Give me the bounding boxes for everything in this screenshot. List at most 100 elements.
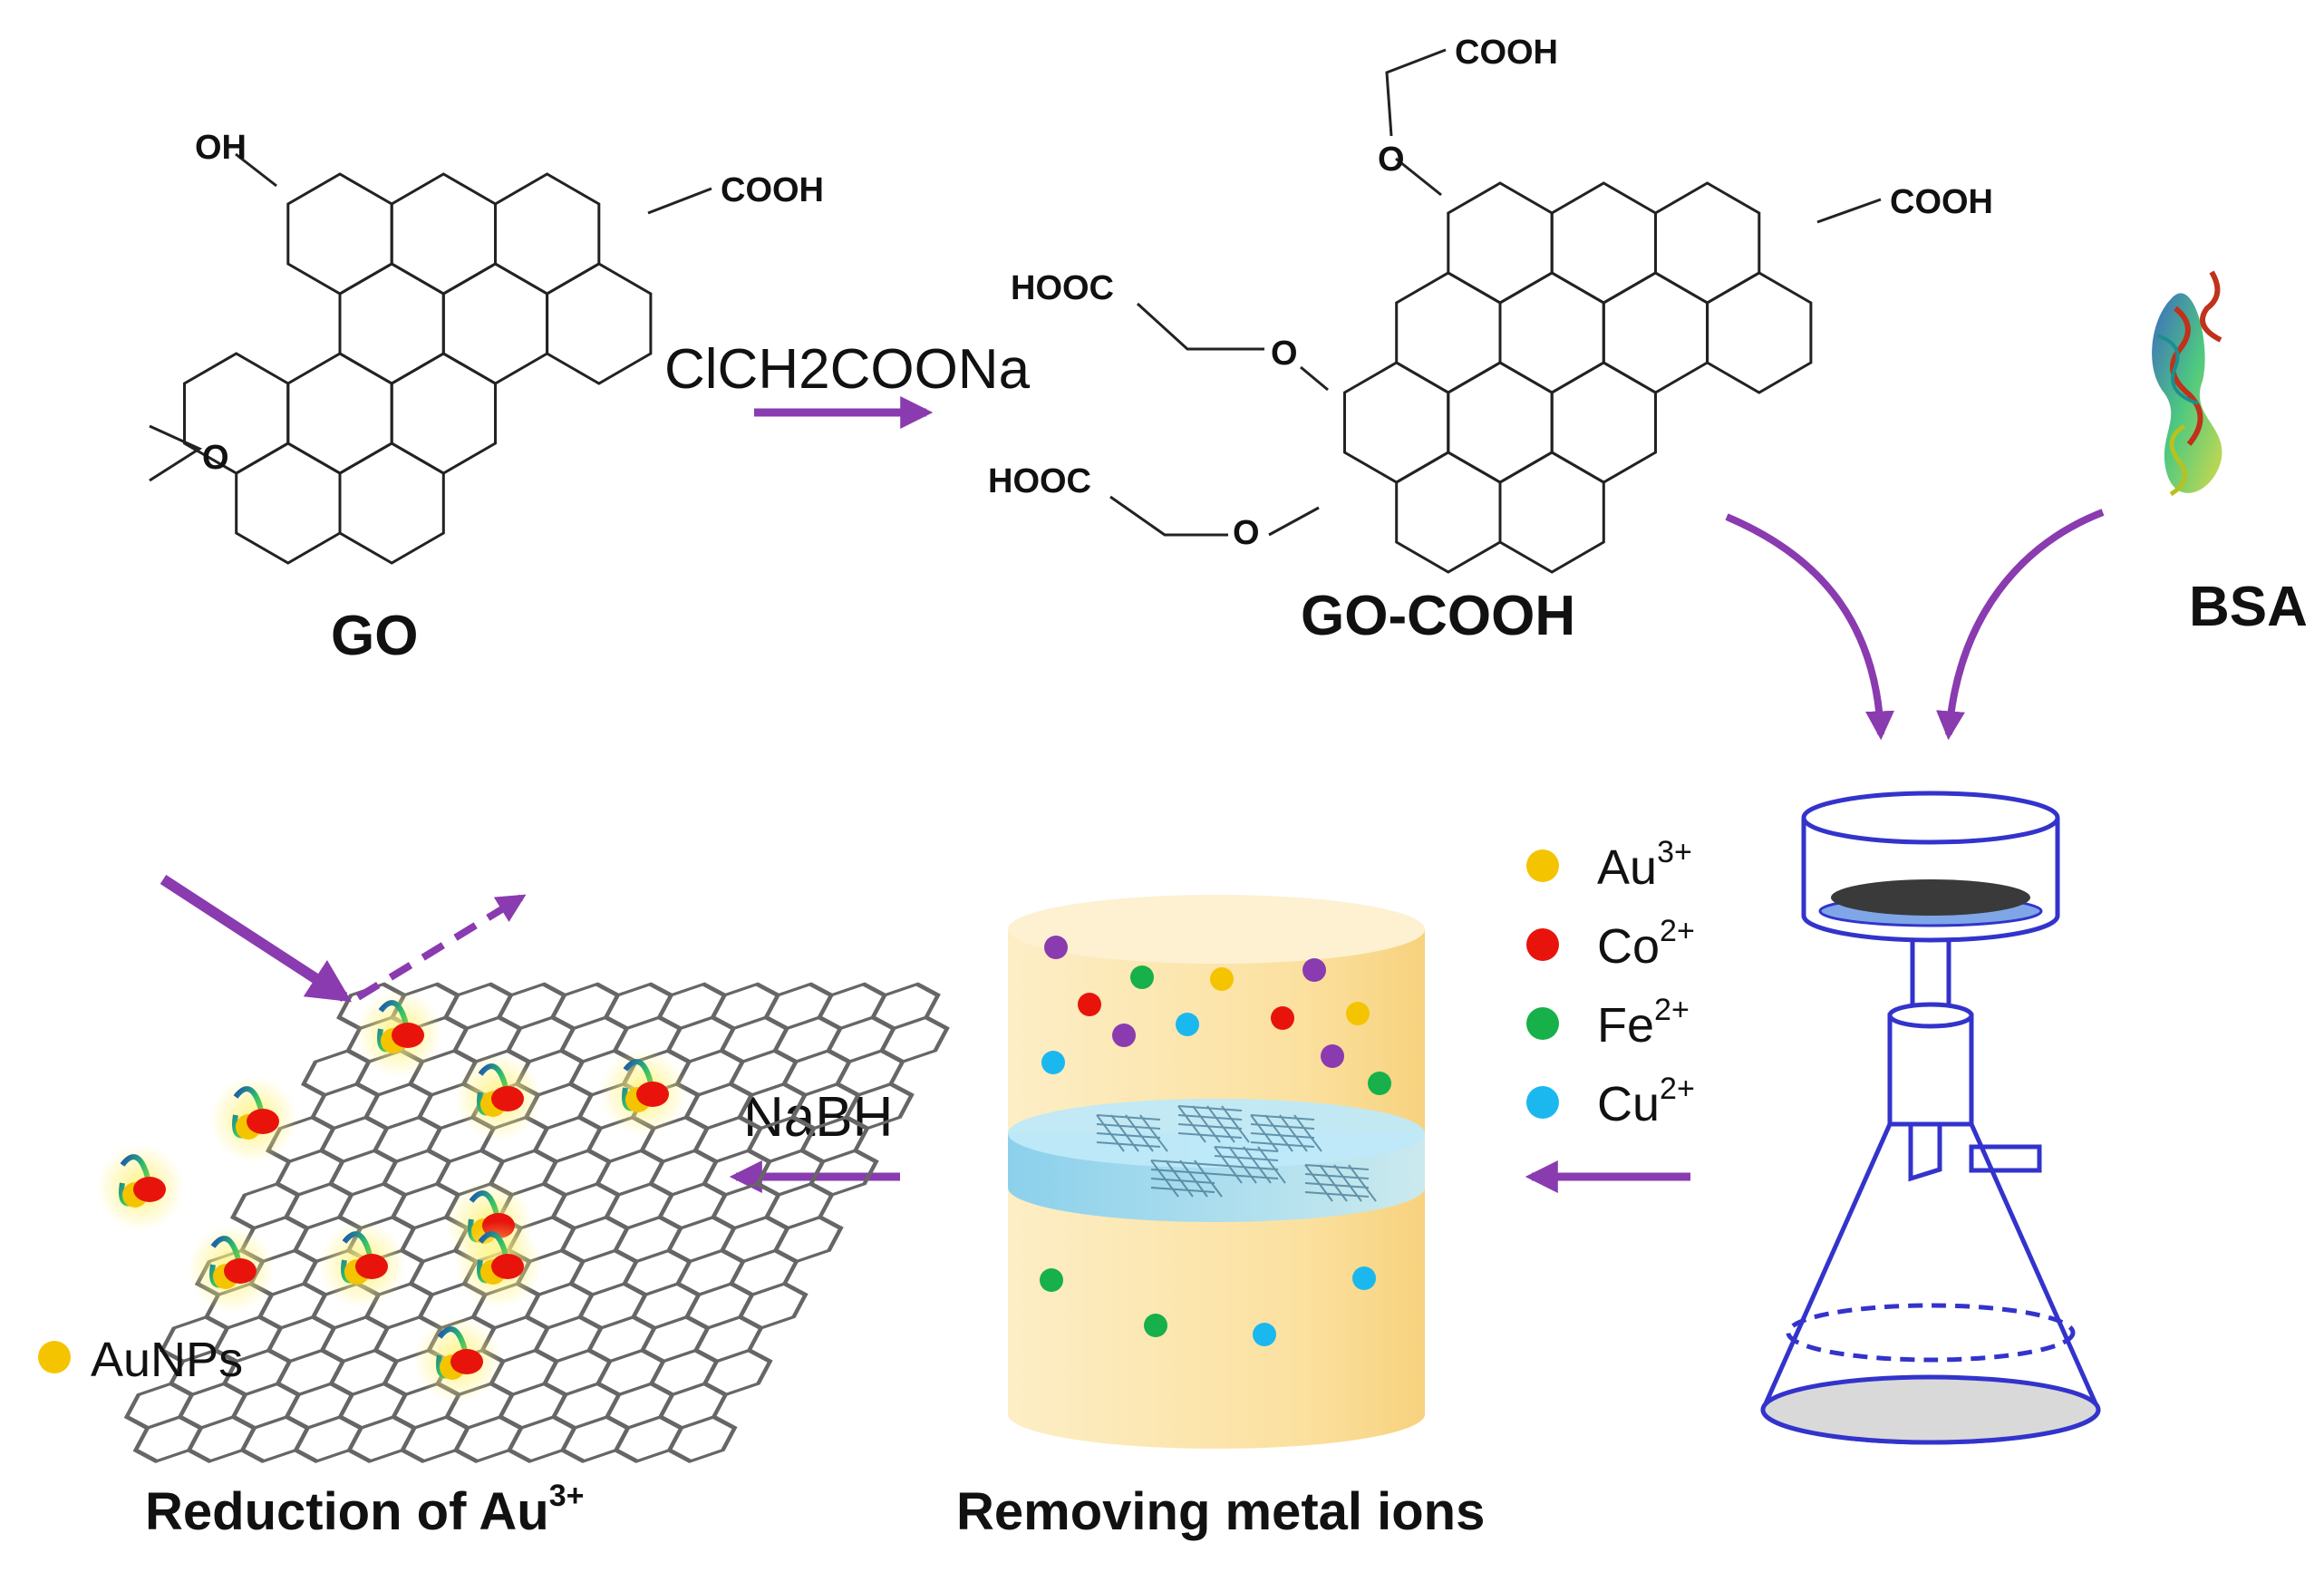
mesh-strand: [1257, 1146, 1286, 1184]
bsa-protein-icon: [2152, 270, 2222, 497]
mesh-strand: [1150, 1187, 1215, 1193]
metal-ion-dot: [1176, 1013, 1199, 1036]
mesh-strand: [1177, 1123, 1243, 1130]
arrow-bsa-to-filter: [1936, 509, 2105, 741]
go-hexagon-ring: [390, 352, 497, 475]
au-nanoparticle-red: [355, 1254, 388, 1279]
metal-ion-dot: [1040, 1268, 1063, 1292]
right-cooh-label: COOH: [1890, 183, 1993, 221]
metal-ion-dot: [1112, 1024, 1136, 1047]
gold-nanoparticles: [97, 990, 687, 1403]
metal-ion-dot: [1144, 1314, 1167, 1337]
go-cooh-label: GO-COOH: [1301, 585, 1575, 647]
mesh-strand: [1304, 1164, 1333, 1202]
gocooh-hexagon-ring: [1343, 361, 1450, 484]
ion-legend-label: Au3+: [1597, 835, 1692, 895]
incoming-solution-arrow: [160, 874, 353, 1003]
aunps-label: AuNPs: [91, 1333, 243, 1387]
top-chain-bond: [1385, 48, 1447, 137]
gocooh-hexagon-ring: [1550, 181, 1657, 305]
mesh-strand: [1304, 1182, 1370, 1189]
mesh-strand: [1096, 1141, 1161, 1148]
low-chain-bond: [1109, 495, 1228, 537]
mesh-strand: [1250, 1141, 1315, 1148]
metal-ion-dot: [1253, 1323, 1276, 1346]
mid-ether-bond: [1300, 365, 1329, 392]
mesh-strand: [1214, 1146, 1243, 1184]
hooc-label-1: HOOC: [1011, 269, 1114, 307]
bsa-label: BSA: [2189, 576, 2308, 638]
go-hexagon-ring: [338, 262, 445, 385]
au-nanoparticle-red: [247, 1109, 279, 1134]
go-hexagon-ring: [546, 262, 653, 385]
ion-legend-label: Cu2+: [1597, 1072, 1695, 1131]
ion-legend: Au3+ Co2+ Fe2+ Cu2+: [1526, 835, 1695, 1131]
mesh-strand: [1250, 1114, 1279, 1152]
mesh-strand: [1177, 1132, 1243, 1139]
filter-flask: [1760, 791, 2101, 1445]
hooc-label-2: HOOC: [988, 462, 1091, 500]
top-ether-bond: [1395, 157, 1442, 197]
mesh-strand: [1139, 1114, 1168, 1152]
metal-ion-dot: [1321, 1044, 1344, 1068]
au-nanoparticle-red: [636, 1082, 669, 1107]
go-hexagon-ring: [494, 172, 601, 296]
ion-legend-dot: [1526, 1086, 1559, 1119]
go-hexagon-ring: [286, 352, 393, 475]
gocooh-hexagon-ring: [1550, 361, 1657, 484]
ion-legend-dot: [1526, 849, 1559, 882]
au-nanoparticle-red: [392, 1023, 424, 1048]
go-hexagon-ring: [235, 442, 342, 565]
mesh-strand: [1177, 1105, 1206, 1143]
metal-ion-dot: [1044, 936, 1068, 959]
ion-legend-label: Co2+: [1597, 914, 1695, 974]
mesh-strand: [1221, 1105, 1250, 1143]
go-hexagon-ring: [441, 262, 549, 385]
mid-chain-bond: [1136, 302, 1264, 351]
low-ether-bond: [1268, 506, 1320, 537]
mesh-strand: [1096, 1132, 1161, 1139]
cylinder-container: [1008, 895, 1425, 1449]
metal-ion-dot: [1368, 1072, 1391, 1095]
reduction-caption: Reduction of Au3+: [145, 1479, 584, 1541]
ion-legend-label: Fe2+: [1597, 993, 1690, 1053]
mesh-strand: [1348, 1164, 1377, 1202]
go-oh-bond: [235, 152, 277, 188]
go-cooh-label: COOH: [721, 171, 824, 209]
ion-legend-dot: [1526, 928, 1559, 961]
mesh-strand: [1194, 1160, 1223, 1198]
mesh-strand: [1293, 1114, 1322, 1152]
go-hexagon-ring: [286, 172, 393, 296]
metal-ion-dot: [1130, 966, 1154, 989]
ion-legend-dot: [1526, 1007, 1559, 1040]
top-ether-o-label: O: [1378, 141, 1405, 179]
au-nanoparticle-red: [224, 1258, 257, 1284]
metal-ion-dot: [1352, 1266, 1376, 1290]
go-cooh-bond: [647, 187, 712, 215]
outgoing-solution-arrow: [355, 894, 527, 1001]
gocooh-hexagon-ring: [1447, 361, 1554, 484]
mesh-strand: [1150, 1178, 1215, 1184]
cylinder-ions: [1040, 936, 1391, 1346]
filter-membrane: [1831, 879, 2030, 916]
gocooh-hexagon-ring: [1654, 181, 1761, 305]
gocooh-hexagon-ring: [1498, 271, 1605, 394]
go-label: GO: [331, 605, 418, 667]
mesh-strand: [1150, 1160, 1179, 1198]
au-nanoparticle-red: [450, 1349, 483, 1374]
mid-ether-o-label: O: [1271, 335, 1298, 373]
go-molecule: [149, 152, 712, 565]
top-cooh-label: COOH: [1455, 34, 1558, 72]
mesh-strand: [1214, 1173, 1279, 1179]
right-cooh-bond: [1816, 198, 1882, 224]
go-hexagon-ring: [183, 352, 290, 475]
mesh-strand: [1250, 1132, 1315, 1139]
mesh-strand: [1096, 1114, 1125, 1152]
gocooh-hexagon-ring: [1706, 271, 1813, 394]
low-ether-o-label: O: [1233, 514, 1260, 552]
mesh-strand: [1214, 1164, 1279, 1170]
chloroacetate-label: ClCH2COONa: [664, 338, 1031, 401]
gocooh-hexagon-ring: [1395, 451, 1502, 574]
gocooh-hexagon-ring: [1395, 271, 1502, 394]
